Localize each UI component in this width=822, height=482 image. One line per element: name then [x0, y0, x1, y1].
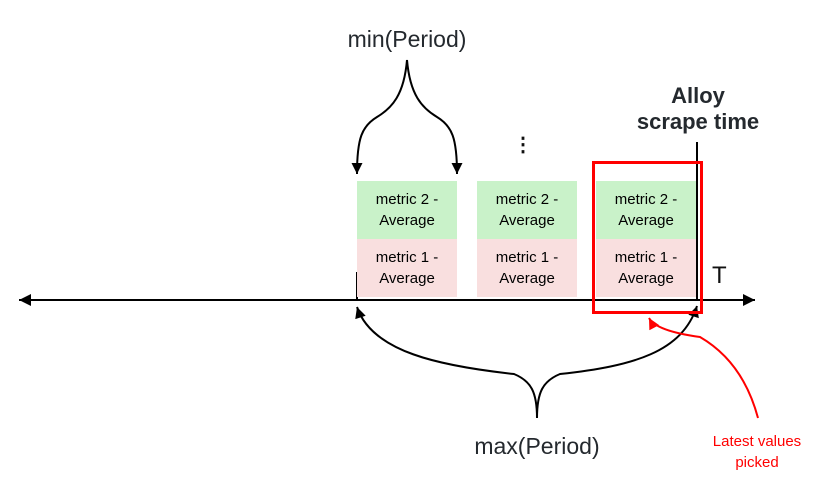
min-period-brace-left-arrow: [351, 59, 408, 175]
latest-values-line1: Latest values: [712, 433, 802, 450]
metric-sample-group-3: metric 2 - Average metric 1 - Average: [596, 181, 696, 297]
min-period-brace-right-arrow: [406, 59, 463, 175]
time-axis-label: T: [712, 262, 727, 289]
alloy-scrape-time-line2: scrape time: [636, 109, 760, 134]
latest-sample-highlight-box: [592, 161, 703, 314]
metric1-average-box: metric 1 - Average: [477, 239, 577, 297]
metric2-average-box: metric 2 - Average: [477, 181, 577, 239]
alloy-scrape-time-line1: Alloy: [671, 83, 725, 108]
max-period-brace-left-arrow: [355, 306, 538, 419]
metric1-average-box: metric 1 - Average: [596, 239, 696, 297]
metric2-average-box: metric 2 - Average: [596, 181, 696, 239]
latest-values-arrow: [648, 317, 759, 419]
latest-values-line2: picked: [735, 454, 779, 471]
max-period-label: max(Period): [474, 433, 600, 459]
metric-sample-group-2: metric 2 - Average metric 1 - Average: [477, 181, 577, 297]
alloy-scrape-time-label: Alloy scrape time: [613, 83, 783, 135]
max-period-brace-right-arrow: [536, 305, 699, 419]
metric-sample-group-1: metric 2 - Average metric 1 - Average: [357, 181, 457, 297]
continuation-ellipsis: ⋮: [513, 134, 533, 156]
metric1-average-box: metric 1 - Average: [357, 239, 457, 297]
min-period-label: min(Period): [347, 26, 467, 52]
latest-values-picked-label: Latest values picked: [677, 431, 822, 473]
metric2-average-box: metric 2 - Average: [357, 181, 457, 239]
